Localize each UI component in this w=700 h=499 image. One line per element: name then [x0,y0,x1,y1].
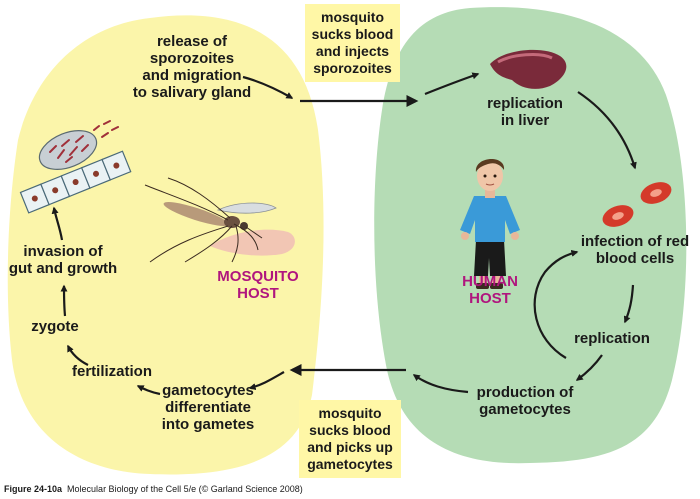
arrow-invasion-to-gut [51,206,64,241]
label-gametocytes-differentiate: gametocytes differentiate into gametes [161,382,255,433]
label-production-of-gametocytes: production of gametocytes [476,384,574,418]
gut-epithelium-icon [19,120,132,214]
label-fertilization: fertilization [71,363,152,380]
human-host-label: HUMAN HOST [462,273,518,307]
arrow-to-gametocytes [248,371,285,391]
red-blood-cell-icon [602,182,672,227]
liver-icon [490,49,567,89]
label-invasion-of-gut: invasion of gut and growth [8,243,118,277]
arrow-to-liver [424,72,480,96]
label-replication-in-liver: replication in liver [487,95,563,129]
figure-source: Molecular Biology of the Cell 5/e (© Gar… [67,484,303,494]
note-inject-sporozoites: mosquito sucks blood and injects sporozo… [305,4,400,82]
mosquito-icon [144,177,295,263]
arrow-liver-to-rbc [577,91,637,170]
mosquito-host-region [7,15,324,475]
mosquito-host-label: MOSQUITO HOST [217,268,299,302]
arrow-infection-to-replication [623,284,635,324]
label-zygote: zygote [31,318,79,335]
arrow-gametes-to-fertilization [136,385,161,396]
arrow-release-to-transfer [242,75,294,99]
note-pick-up-gametocytes: mosquito sucks blood and picks up gameto… [299,400,401,478]
label-replication: replication [574,330,650,347]
arrow-replication-loop [533,249,579,359]
cycle-arrows [51,72,637,396]
label-infection-of-red-blood-cells: infection of red blood cells [580,233,690,267]
label-release-of-sporozoites: release of sporozoites and migration to … [132,33,252,101]
arrow-zygote-to-invasion [60,284,68,317]
arrow-production-to-transfer [412,374,469,394]
arrow-replication-to-production [575,354,603,381]
figure-number: Figure 24-10a [4,484,63,494]
human-host-region [374,7,687,464]
human-figure-icon [460,158,520,289]
arrow-fertilization-to-zygote [67,344,89,366]
figure-caption: Figure 24-10a Molecular Biology of the C… [4,484,303,494]
